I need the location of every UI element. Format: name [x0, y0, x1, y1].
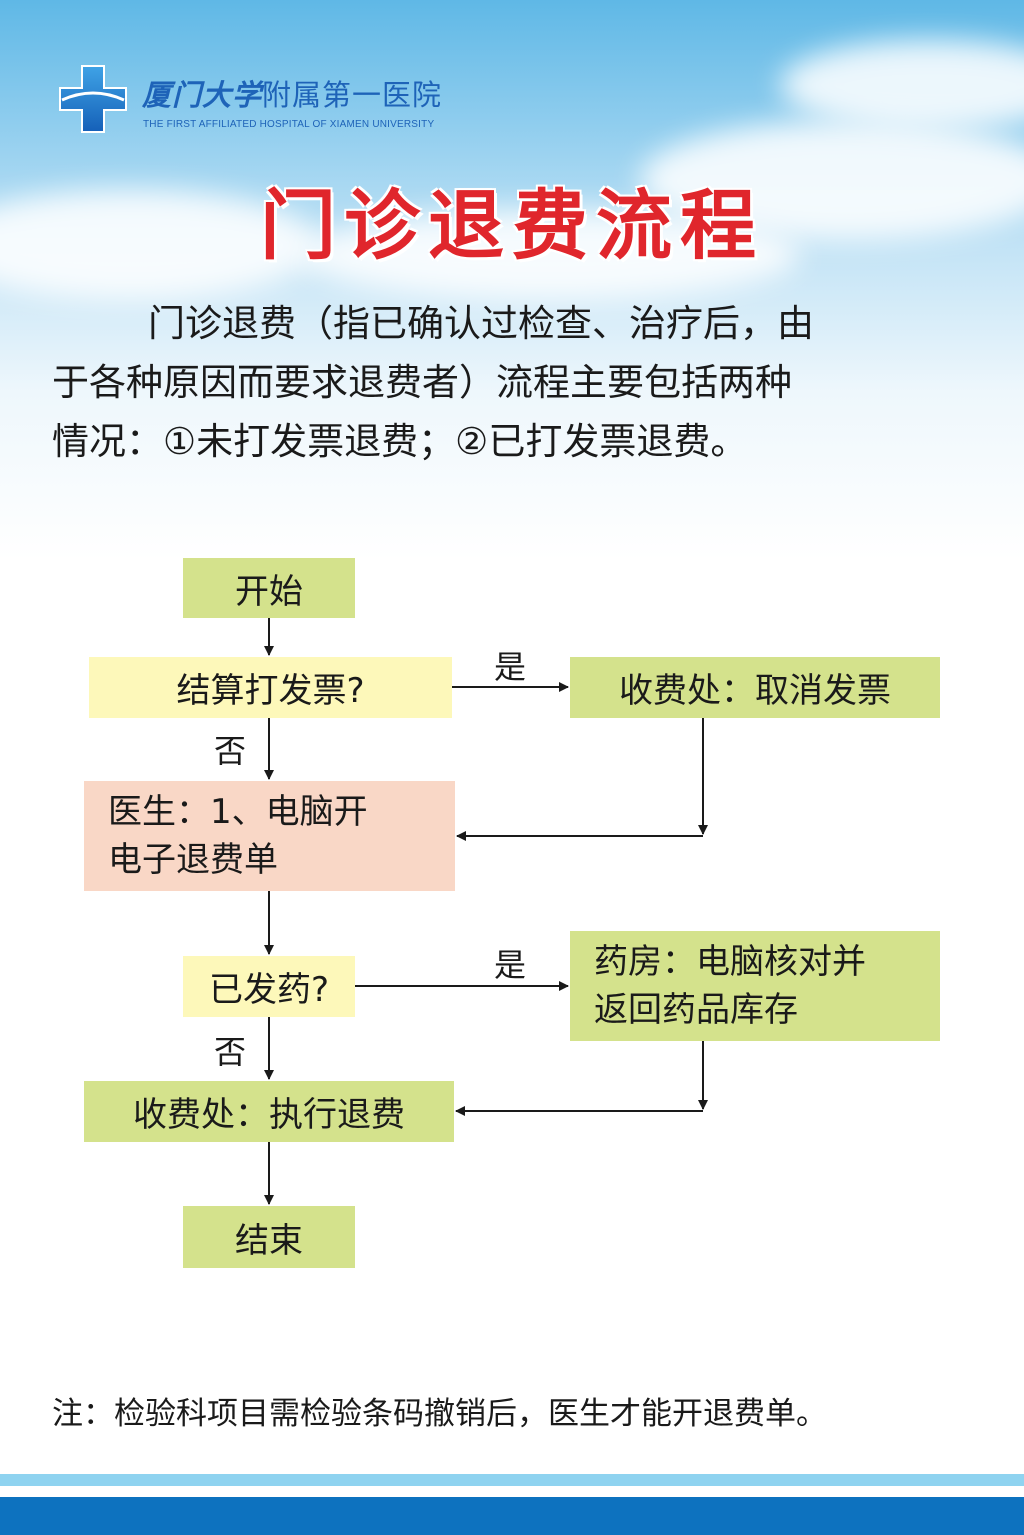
footnote: 注：检验科项目需检验条码撤销后，医生才能开退费单。: [52, 1396, 827, 1432]
intro-line-3: 情况：①未打发票退费；②已打发票退费。: [52, 420, 748, 463]
hospital-name-suffix: 附属第一医院: [262, 78, 443, 112]
doctor-refund-node: 医生：1、电脑开 电子退费单: [84, 781, 455, 891]
pharmacy-return-line-1: 药房：电脑核对并: [594, 942, 866, 982]
no-label-2: 否: [214, 1033, 247, 1071]
dispensed-decision-node: 已发药?: [183, 956, 355, 1017]
start-node: 开始: [183, 558, 355, 618]
invoice-decision-node: 结算打发票?: [89, 657, 452, 718]
footer-band-dark: [0, 1497, 1024, 1535]
pharmacy-return-line-2: 返回药品库存: [594, 990, 798, 1030]
end-node: 结束: [183, 1206, 355, 1268]
hospital-cross-icon: [59, 65, 127, 133]
hospital-name-cn: 厦门大学附属第一医院: [142, 72, 442, 114]
doctor-refund-line-2: 电子退费单: [108, 840, 278, 880]
no-label-1: 否: [214, 732, 247, 770]
doctor-refund-line-1: 医生：1、电脑开: [108, 792, 368, 832]
pharmacy-return-node: 药房：电脑核对并 返回药品库存: [570, 931, 940, 1041]
intro-line-2: 于各种原因而要求退费者）流程主要包括两种: [52, 361, 792, 404]
sky-background: [0, 0, 1024, 560]
execute-refund-node: 收费处：执行退费: [84, 1081, 454, 1142]
university-name: 厦门大学: [142, 78, 263, 112]
yes-label-2: 是: [494, 946, 527, 984]
hospital-name-en: THE FIRST AFFILIATED HOSPITAL OF XIAMEN …: [143, 119, 435, 130]
footer-band-light: [0, 1474, 1024, 1486]
page-title: 门诊退费流程: [260, 181, 764, 270]
cancel-invoice-node: 收费处：取消发票: [570, 657, 940, 718]
intro-paragraph: 门诊退费（指已确认过检查、治疗后，由 于各种原因而要求退费者）流程主要包括两种 …: [52, 294, 982, 471]
yes-label-1: 是: [494, 648, 527, 686]
intro-line-1: 门诊退费（指已确认过检查、治疗后，由: [148, 302, 814, 345]
